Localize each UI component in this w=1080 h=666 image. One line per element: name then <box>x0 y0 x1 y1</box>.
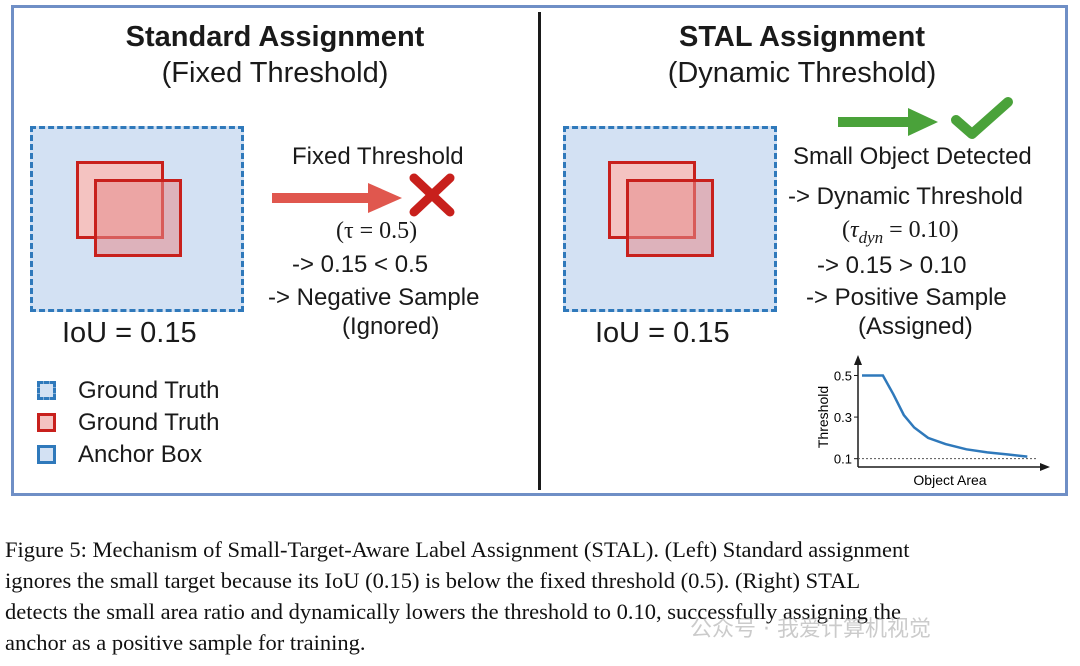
right-arrow-head <box>908 108 938 136</box>
caption-line-2: ignores the small target because its IoU… <box>5 568 861 593</box>
left-status-line: (Ignored) <box>342 313 440 340</box>
legend-swatch-blue <box>37 445 56 464</box>
figure-caption: Figure 5: Mechanism of Small-Target-Awar… <box>5 534 1077 658</box>
left-result-line: -> Negative Sample <box>268 284 480 311</box>
right-dynamic-line: -> Dynamic Threshold <box>788 183 1023 210</box>
panel-divider <box>538 12 541 490</box>
threshold-chart: 0.5 0.3 0.1 Threshold Object Area <box>815 355 1050 488</box>
cross-icon <box>409 173 455 217</box>
caption-line-3: detects the small area ratio and dynamic… <box>5 599 902 624</box>
right-iou-label: IoU = 0.15 <box>595 317 730 349</box>
chart-ylabel: Threshold <box>815 386 831 448</box>
chart-threshold-curve <box>862 374 1028 458</box>
left-compare-line: -> 0.15 < 0.5 <box>292 251 429 278</box>
left-arrow-head <box>368 183 402 213</box>
legend-label-3: Anchor Box <box>78 441 203 468</box>
right-result-line: -> Positive Sample <box>806 284 1007 311</box>
caption-line-1: Figure 5: Mechanism of Small-Target-Awar… <box>5 537 910 562</box>
watermark: 公众号 · 我爱计算机视觉 <box>690 617 931 642</box>
left-overlap-box <box>94 179 182 257</box>
legend-swatch-dashed <box>37 381 56 400</box>
left-threshold-heading: Fixed Threshold <box>292 143 464 170</box>
tau-subscript: dyn <box>858 227 884 247</box>
right-arrow-shaft <box>838 117 910 127</box>
left-arrow-icon <box>272 183 402 213</box>
chart-x-arrow <box>1040 463 1050 471</box>
right-title: STAL Assignment <box>679 21 925 53</box>
check-icon <box>951 97 1013 139</box>
right-overlap-box <box>626 179 714 257</box>
tau-value: = 0.10) <box>883 217 959 243</box>
right-subtitle: (Dynamic Threshold) <box>667 57 937 89</box>
legend-swatch-red <box>37 413 56 432</box>
chart-y-tick-2: 0.1 <box>834 452 852 467</box>
left-iou-label: IoU = 0.15 <box>62 317 197 349</box>
left-title: Standard Assignment <box>125 21 425 53</box>
chart-y-tick-0: 0.5 <box>834 368 852 383</box>
right-compare-line: -> 0.15 > 0.10 <box>817 252 967 279</box>
chart-y-tick-1: 0.3 <box>834 410 852 425</box>
left-tau-line: (τ = 0.5) <box>336 218 418 244</box>
left-arrow-shaft <box>272 193 370 203</box>
left-subtitle: (Fixed Threshold) <box>161 57 389 89</box>
chart-xlabel: Object Area <box>913 472 986 488</box>
legend-label-2: Ground Truth <box>78 409 220 436</box>
right-detected-line: Small Object Detected <box>793 143 1032 170</box>
chart-y-arrow <box>854 355 862 365</box>
legend-label-1: Ground Truth <box>78 377 220 404</box>
right-tau-line: (τdyn = 0.10) <box>842 217 959 247</box>
caption-line-4: anchor as a positive sample for training… <box>5 630 366 655</box>
right-status-line: (Assigned) <box>858 313 973 340</box>
tau-symbol: τ <box>850 217 859 243</box>
right-arrow-icon <box>838 108 938 136</box>
chart-y-ticks: 0.5 0.3 0.1 <box>834 368 858 467</box>
